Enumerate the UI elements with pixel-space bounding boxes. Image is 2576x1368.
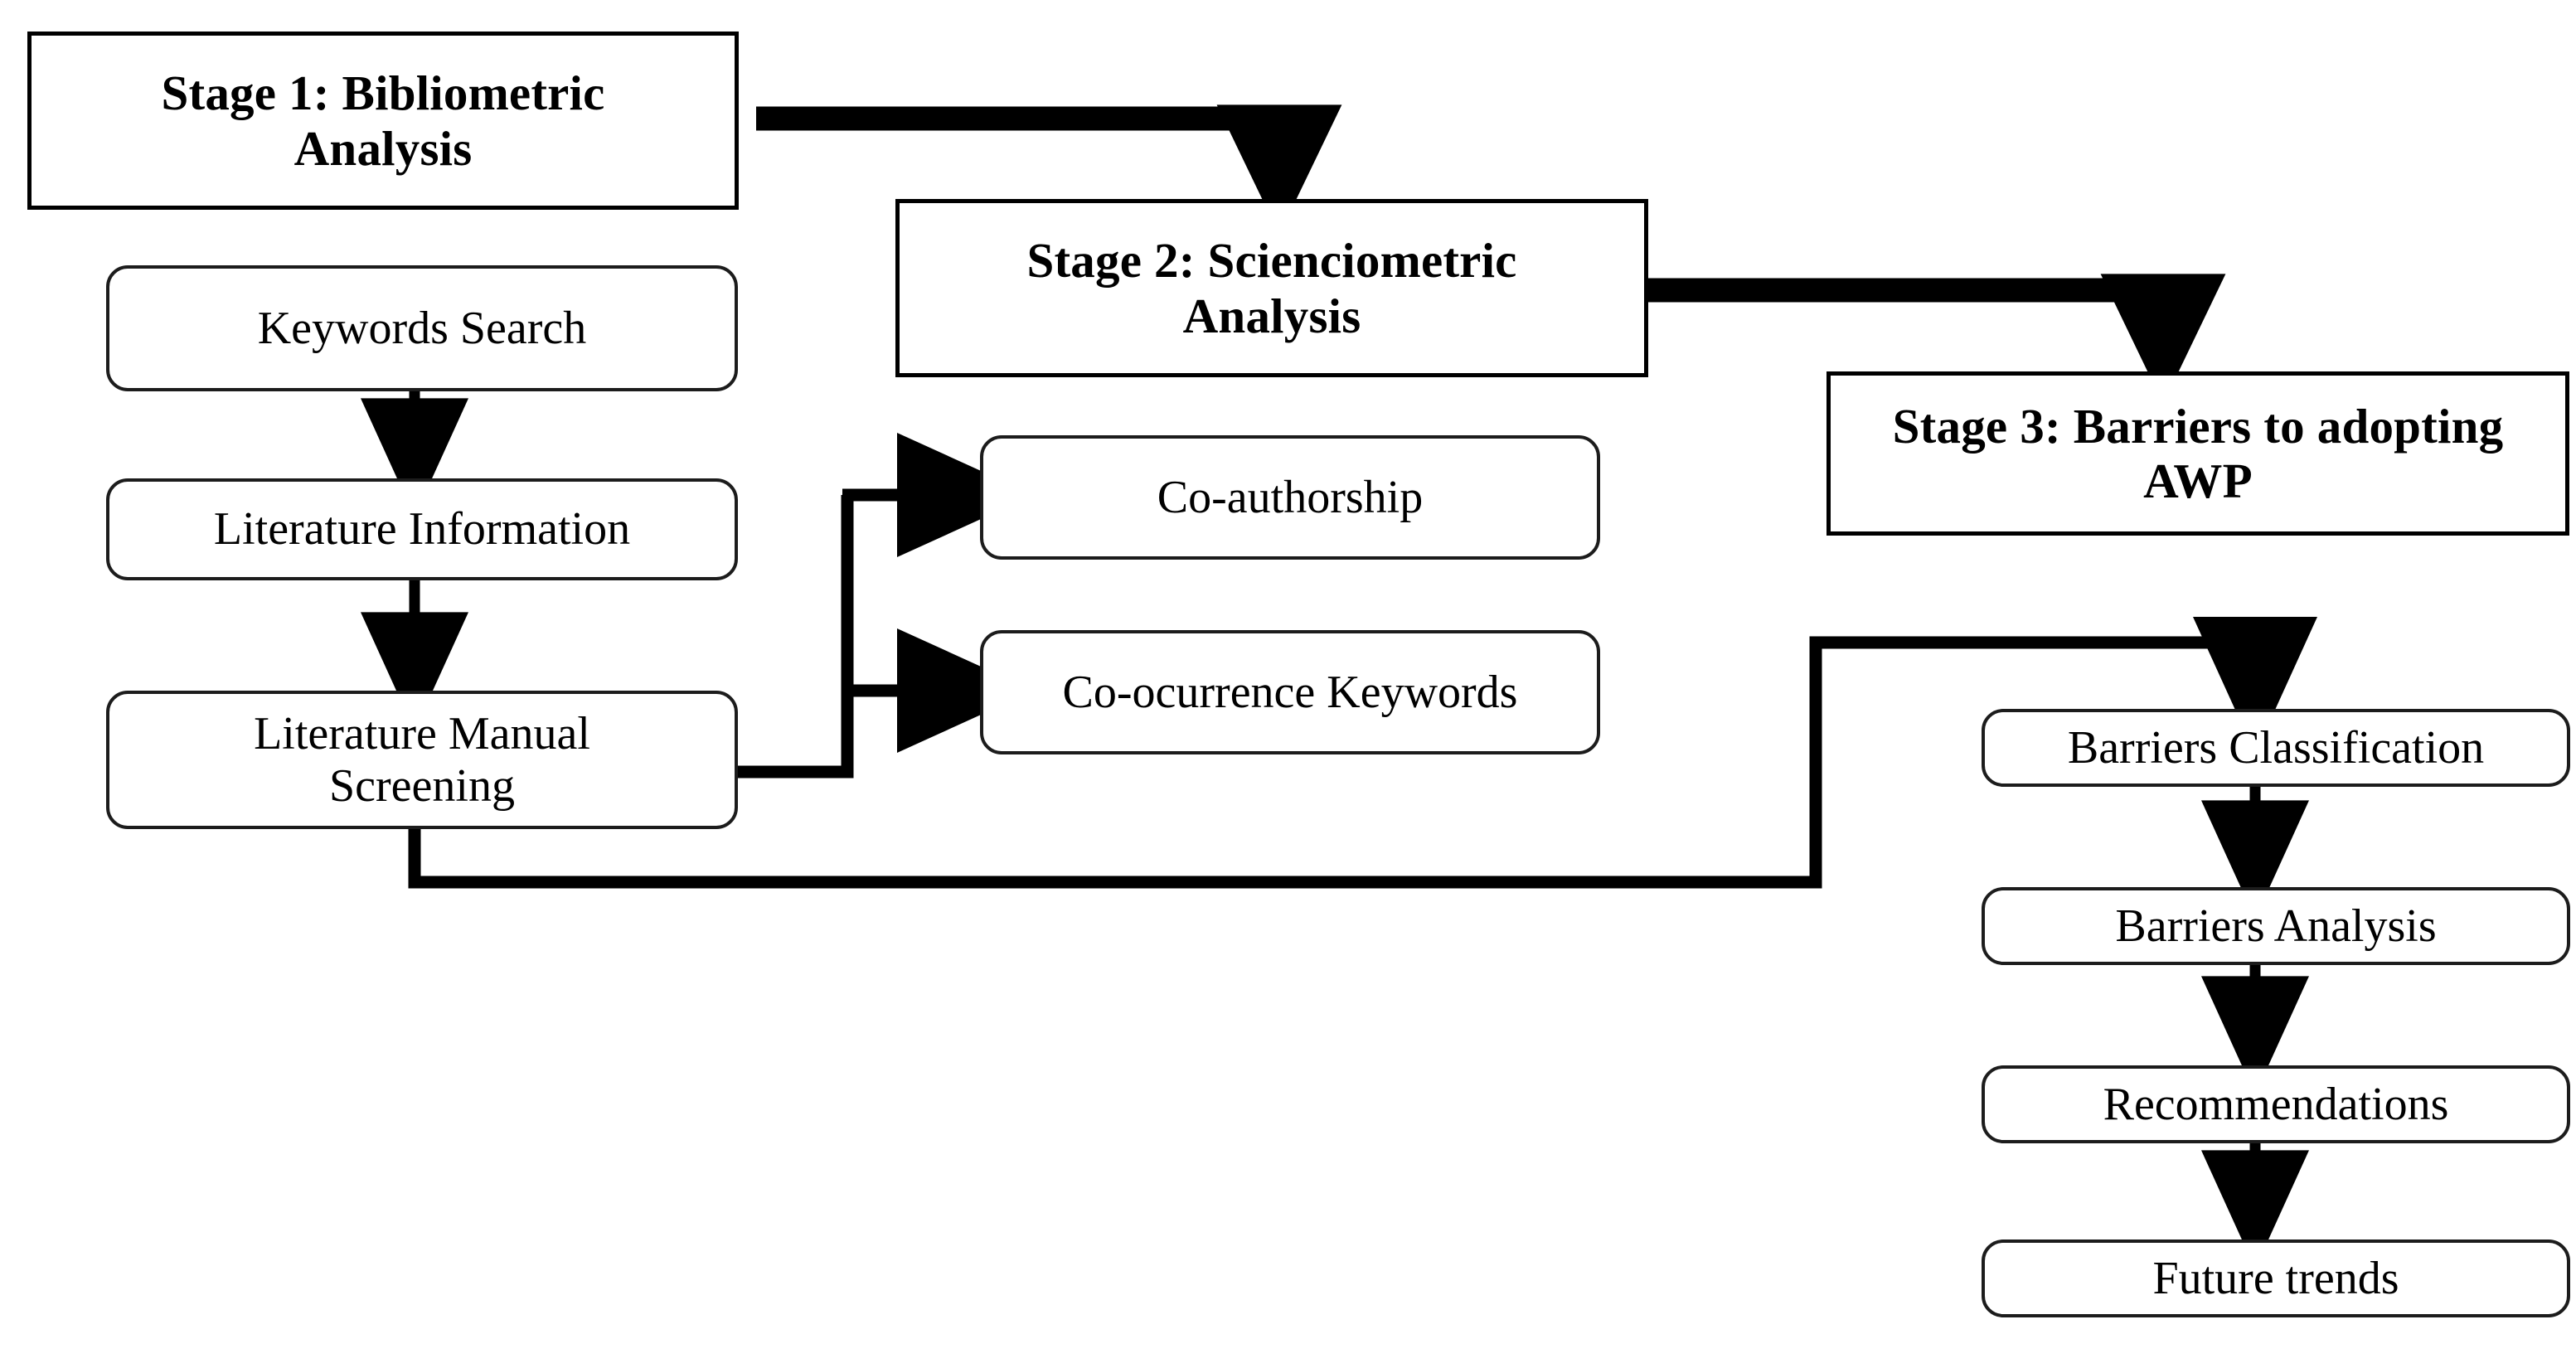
recommendations-label: Recommendations <box>2103 1078 2449 1130</box>
process-literature-information[interactable]: Literature Information <box>106 478 738 580</box>
process-recommendations[interactable]: Recommendations <box>1982 1065 2570 1143</box>
co-authorship-label: Co-authorship <box>1157 471 1424 523</box>
connector-screening-to-co-authorship <box>738 495 854 779</box>
process-future-trends[interactable]: Future trends <box>1982 1239 2570 1317</box>
process-barriers-classification[interactable]: Barriers Classification <box>1982 709 2570 787</box>
barriers-classification-label: Barriers Classification <box>2067 721 2485 774</box>
process-co-authorship[interactable]: Co-authorship <box>980 435 1600 560</box>
future-trends-label: Future trends <box>2152 1252 2399 1304</box>
literature-information-label: Literature Information <box>213 503 631 555</box>
keywords-search-label: Keywords Search <box>257 302 587 354</box>
barriers-analysis-label: Barriers Analysis <box>2115 900 2437 952</box>
process-keywords-search[interactable]: Keywords Search <box>106 265 738 391</box>
connector-stage1-to-stage2 <box>756 104 1342 235</box>
co-ocurrence-keywords-label: Co-ocurrence Keywords <box>1062 666 1518 718</box>
process-co-ocurrence-keywords[interactable]: Co-ocurrence Keywords <box>980 630 1600 754</box>
connector-stage2-to-stage3 <box>1647 274 2226 405</box>
process-barriers-analysis[interactable]: Barriers Analysis <box>1982 887 2570 965</box>
